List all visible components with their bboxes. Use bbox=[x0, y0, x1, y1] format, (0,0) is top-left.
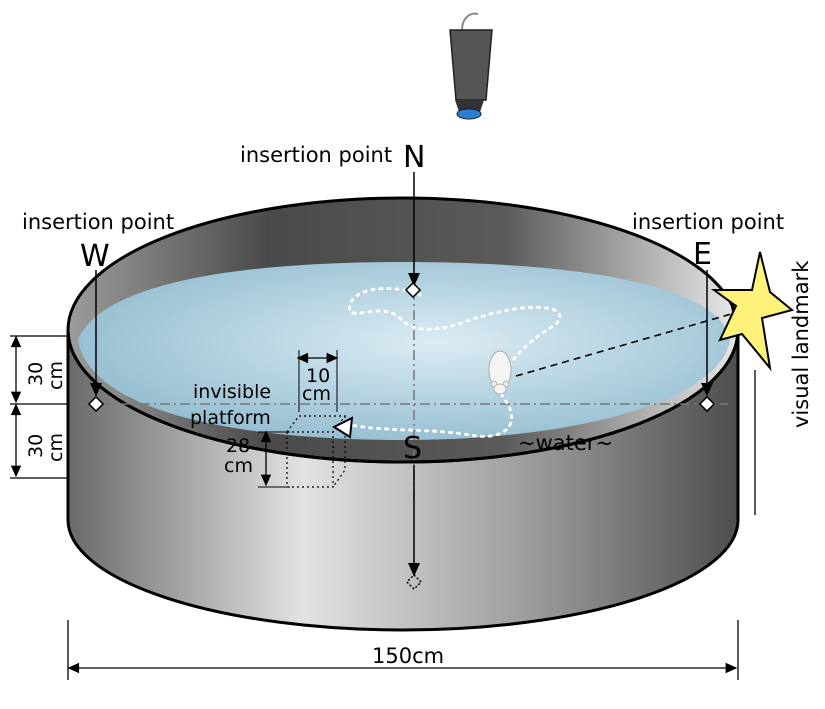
label-insertion-e: insertion point bbox=[632, 210, 784, 234]
label-wall-lower-unit: cm bbox=[45, 433, 67, 462]
label-diameter: 150cm bbox=[372, 644, 444, 668]
sightline bbox=[515, 307, 747, 377]
label-plat-width-unit: cm bbox=[302, 383, 331, 405]
marker-e-icon bbox=[698, 395, 716, 413]
swim-path bbox=[344, 286, 562, 438]
label-wall-upper-unit: cm bbox=[45, 361, 67, 390]
label-water: ~water~ bbox=[518, 431, 613, 455]
star-landmark-icon bbox=[710, 251, 795, 372]
marker-n-icon bbox=[404, 281, 422, 299]
label-insertion-w: insertion point bbox=[22, 210, 174, 234]
camera-icon bbox=[449, 12, 493, 120]
mouse-icon bbox=[488, 325, 512, 395]
marker-w-icon bbox=[87, 395, 105, 413]
label-wall-upper-value: 30 bbox=[25, 362, 47, 386]
label-visual-landmark: visual landmark bbox=[789, 260, 813, 428]
label-plat-width-value: 10 bbox=[306, 365, 330, 387]
label-south: S bbox=[403, 431, 422, 466]
label-north: N bbox=[403, 140, 425, 175]
label-platform: platform bbox=[190, 407, 271, 429]
label-west: W bbox=[80, 239, 110, 274]
label-invisible: invisible bbox=[193, 381, 271, 403]
wall-dimensions bbox=[10, 335, 68, 479]
label-insertion-n: insertion point bbox=[240, 143, 392, 167]
label-plat-height-unit: cm bbox=[224, 455, 253, 477]
water-surface bbox=[78, 262, 730, 440]
platform-marker-icon bbox=[331, 416, 354, 439]
label-wall-lower-value: 30 bbox=[25, 434, 47, 458]
label-plat-height-value: 28 bbox=[226, 435, 250, 457]
marker-s-icon bbox=[405, 573, 423, 591]
label-east: E bbox=[693, 237, 712, 272]
